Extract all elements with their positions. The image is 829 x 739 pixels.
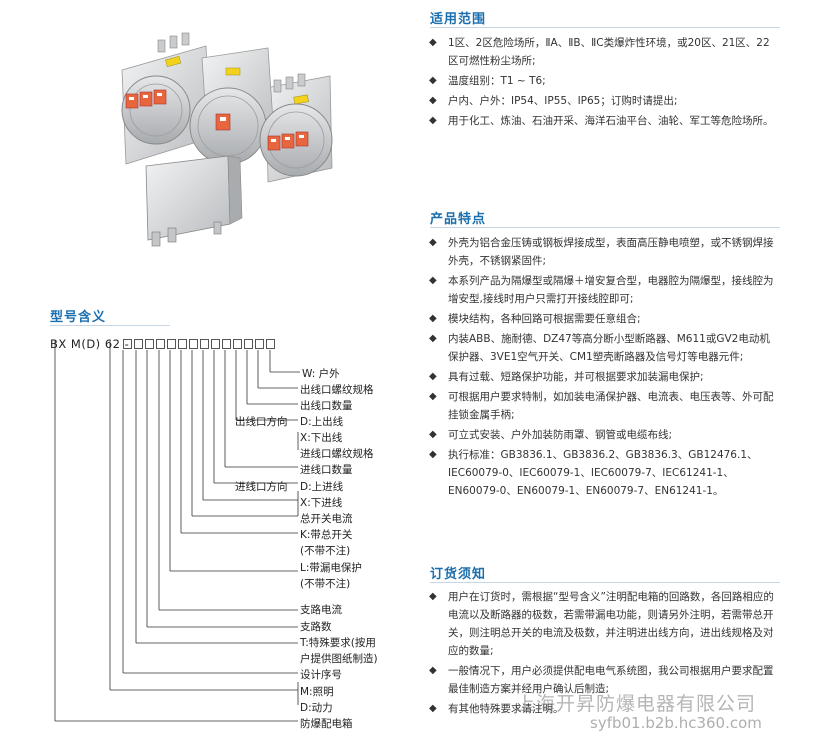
model-code: BX M(D) 62 - xyxy=(50,337,130,351)
diamond-bullet-icon: ◆ xyxy=(429,591,437,602)
label-inlet-direction: 进线口方向 xyxy=(235,481,288,493)
list-item: ◆内装ABB、施耐德、DZ47等高分断小型断路器、M611或GV2电动机保护器、… xyxy=(426,330,776,366)
label-outlet-direction: 出线口方向 xyxy=(235,416,288,428)
list-item: ◆有其他特殊要求请注明。 xyxy=(426,700,776,718)
model-tree-lines xyxy=(54,340,300,722)
product-features-title: 产品特点 xyxy=(430,212,487,227)
list-item: ◆可根据用户要求特制，如加装电涌保护器、电流表、电压表等、外可配挂锁金属手柄; xyxy=(426,388,776,424)
diamond-bullet-icon: ◆ xyxy=(429,371,437,382)
label-outdoor: W: 户外 xyxy=(302,368,340,380)
divider xyxy=(430,227,780,228)
list-item: ◆用于化工、炼油、石油开采、海洋石油平台、油轮、军工等危险场所。 xyxy=(426,112,776,130)
diamond-bullet-icon: ◆ xyxy=(429,665,437,676)
diamond-bullet-icon: ◆ xyxy=(429,429,437,440)
ordering-notes-title: 订货须知 xyxy=(430,567,487,582)
label-design-serial: 设计序号 xyxy=(300,669,342,681)
list-item: ◆模块结构，各种回路可根据需要任意组合; xyxy=(426,310,776,328)
divider xyxy=(430,27,780,28)
label-inlet-up: D:上进线 xyxy=(300,481,344,493)
label-distribution-box: 防爆配电箱 xyxy=(300,718,353,730)
list-item: ◆1区、2区危险场所，ⅡA、ⅡB、ⅡC类爆炸性环境，或20区、21区、22区可燃… xyxy=(426,34,776,70)
diamond-bullet-icon: ◆ xyxy=(429,449,437,460)
list-item: ◆本系列产品为隔爆型或隔爆＋增安复合型，电器腔为隔爆型，接线腔为增安型,接线时用… xyxy=(426,272,776,308)
product-features-list: ◆外壳为铝合金压铸或钢板焊接成型，表面高压静电喷塑，或不锈钢焊接外壳，不锈钢紧固… xyxy=(426,234,776,502)
label-main-current: 总开关电流 xyxy=(300,513,353,525)
diamond-bullet-icon: ◆ xyxy=(429,333,437,344)
list-item: ◆执行标准：GB3836.1、GB3836.2、GB3836.3、GB12476… xyxy=(426,446,776,500)
label-power: D:动力 xyxy=(300,702,333,714)
diamond-bullet-icon: ◆ xyxy=(429,237,437,248)
label-lighting: M:照明 xyxy=(300,686,334,698)
label-with-main-switch: K:带总开关 xyxy=(300,529,353,541)
watermark-company: 上海开昇防爆电器有限公司 xyxy=(516,693,757,715)
divider xyxy=(430,582,780,583)
label-special-requirement: T:特殊要求(按用 xyxy=(300,637,376,649)
explosion-proof-distribution-box-image xyxy=(121,32,333,247)
label-leakage-protection: L:带漏电保护 xyxy=(300,562,362,574)
list-item: ◆温度组别：T1 ~ T6; xyxy=(426,72,776,90)
label-inlet-thread: 进线口螺纹规格 xyxy=(300,448,374,460)
applicable-scope-title: 适用范围 xyxy=(430,12,487,27)
diamond-bullet-icon: ◆ xyxy=(429,115,437,126)
label-inlet-down: X:下进线 xyxy=(300,497,343,509)
diamond-bullet-icon: ◆ xyxy=(429,703,437,714)
list-item: ◆外壳为铝合金压铸或钢板焊接成型，表面高压静电喷塑，或不锈钢焊接外壳，不锈钢紧固… xyxy=(426,234,776,270)
diamond-bullet-icon: ◆ xyxy=(429,391,437,402)
label-branch-current: 支路电流 xyxy=(300,604,342,616)
label-branch-count: 支路数 xyxy=(300,621,332,633)
label-outlet-thread: 出线口螺纹规格 xyxy=(300,384,374,396)
divider xyxy=(50,325,170,326)
label-inlet-count: 进线口数量 xyxy=(300,464,353,476)
diamond-bullet-icon: ◆ xyxy=(429,95,437,106)
code-slots xyxy=(123,339,277,349)
list-item: ◆一般情况下，用户必须提供配电电气系统图，我公司根据用户要求配置最佳制造方案并经… xyxy=(426,662,776,698)
label-leakage-note: (不带不注) xyxy=(300,578,351,590)
diamond-bullet-icon: ◆ xyxy=(429,275,437,286)
applicable-scope-list: ◆1区、2区危险场所，ⅡA、ⅡB、ⅡC类爆炸性环境，或20区、21区、22区可燃… xyxy=(426,34,776,132)
label-outlet-up: D:上出线 xyxy=(300,416,344,428)
model-meaning-title: 型号含义 xyxy=(50,310,107,325)
diamond-bullet-icon: ◆ xyxy=(429,37,437,48)
label-outlet-count: 出线口数量 xyxy=(300,400,353,412)
list-item: ◆用户在订货时，需根据“型号含义”注明配电箱的回路数，各回路相应的电流以及断路器… xyxy=(426,588,776,660)
diamond-bullet-icon: ◆ xyxy=(429,313,437,324)
watermark-site: syfb01.b2b.hc360.com xyxy=(590,714,762,732)
list-item: ◆具有过载、短路保护功能，并可根据要求加装漏电保护; xyxy=(426,368,776,386)
list-item: ◆户内、户外：IP54、IP55、IP65；订购时请提出; xyxy=(426,92,776,110)
list-item: ◆可立式安装、户外加装防雨罩、钢管或电缆布线; xyxy=(426,426,776,444)
label-special-requirement-2: 户提供图纸制造) xyxy=(300,653,378,665)
label-outlet-down: X:下出线 xyxy=(300,432,343,444)
diamond-bullet-icon: ◆ xyxy=(429,75,437,86)
ordering-notes-list: ◆用户在订货时，需根据“型号含义”注明配电箱的回路数，各回路相应的电流以及断路器… xyxy=(426,588,776,720)
label-main-switch-note: (不带不注) xyxy=(300,545,351,557)
